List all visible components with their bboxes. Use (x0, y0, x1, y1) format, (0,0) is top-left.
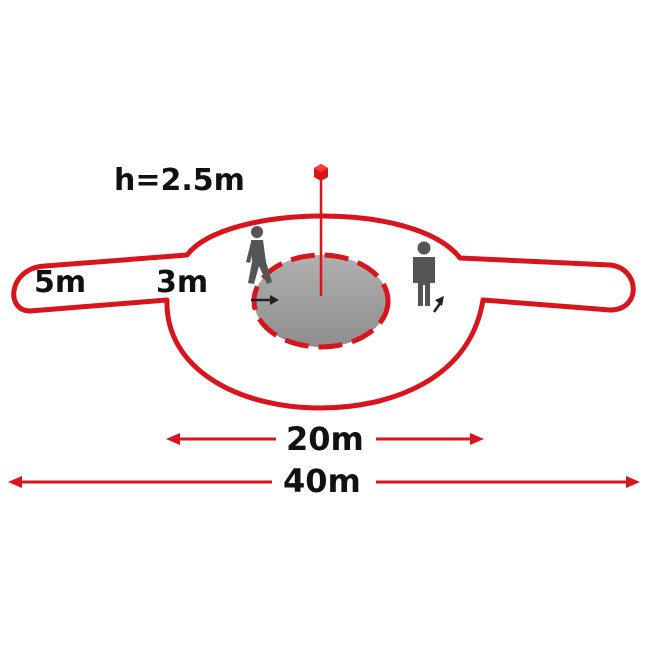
center-zone (254, 255, 388, 347)
pole-marker-icon (314, 164, 328, 181)
gap-label: 3m (156, 265, 209, 300)
arrow-up-icon (432, 296, 444, 313)
walking-person-icon (246, 226, 272, 284)
dimension-20m-arrow (166, 433, 484, 445)
standing-person-icon (413, 241, 435, 306)
dimension-40m-arrow (8, 476, 640, 488)
total-length-label: 40m (283, 462, 361, 500)
arm-width-label: 5m (34, 265, 87, 300)
height-label: h=2.5m (114, 163, 245, 198)
arrow-right-icon (251, 295, 279, 305)
inner-diameter-label: 20m (286, 420, 364, 458)
